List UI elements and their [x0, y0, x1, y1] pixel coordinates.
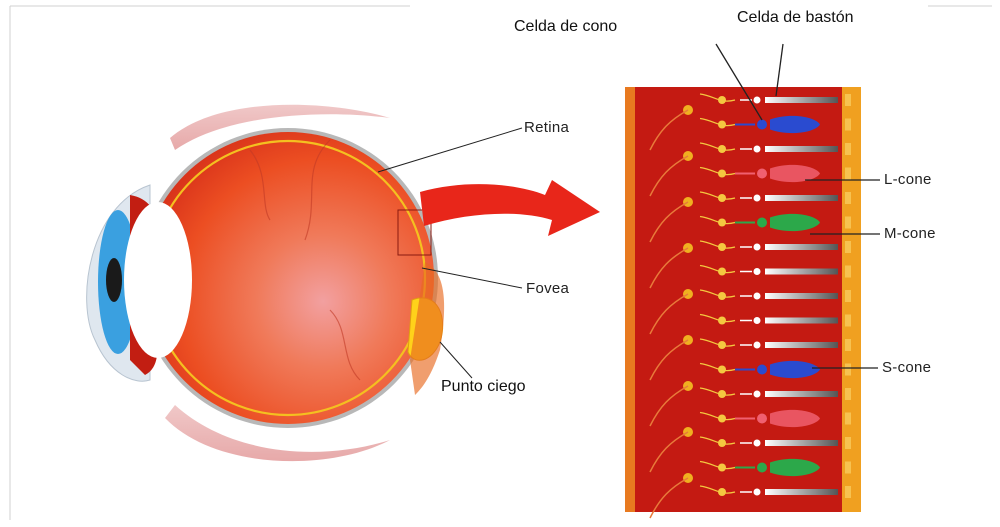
label-m-cone: M-cone — [884, 225, 936, 242]
pupil — [106, 258, 122, 302]
label-fovea: Fovea — [526, 280, 569, 297]
bipolar-cell — [718, 488, 726, 496]
rod-outer-segment — [765, 489, 838, 495]
pigment-epithelium-cell — [845, 290, 851, 302]
bipolar-cell — [718, 415, 726, 423]
bipolar-cell — [718, 170, 726, 178]
bipolar-cell — [718, 268, 726, 276]
bipolar-cell — [718, 292, 726, 300]
label-l-cone: L-cone — [884, 171, 932, 188]
pigment-epithelium-cell — [845, 462, 851, 474]
pigment-epithelium-cell — [845, 315, 851, 327]
bipolar-cell — [718, 243, 726, 251]
bipolar-cell — [718, 194, 726, 202]
retina-panel — [625, 87, 861, 518]
pigment-epithelium-cell — [845, 119, 851, 131]
rod-nucleus — [754, 391, 761, 398]
pigment-epithelium-cell — [845, 241, 851, 253]
pigment-epithelium-cell — [845, 168, 851, 180]
pigment-epithelium-cell — [845, 94, 851, 106]
pigment-epithelium-cell — [845, 217, 851, 229]
blind-spot-leader — [440, 342, 472, 378]
pigment-epithelium-cell — [845, 486, 851, 498]
rod-nucleus — [754, 244, 761, 251]
rod-nucleus — [754, 317, 761, 324]
rod-outer-segment — [765, 244, 838, 250]
bipolar-cell — [718, 317, 726, 325]
retina-leader — [378, 128, 522, 172]
rod-outer-segment — [765, 391, 838, 397]
bipolar-cell — [718, 121, 726, 129]
label-blind-spot: Punto ciego — [441, 378, 526, 396]
rod-nucleus — [754, 146, 761, 153]
label-cone-cell: Celda de cono — [514, 18, 617, 36]
rod-outer-segment — [765, 440, 838, 446]
rod-outer-segment — [765, 342, 838, 348]
bipolar-cell — [718, 464, 726, 472]
bipolar-cell — [718, 366, 726, 374]
rod-outer-segment — [765, 195, 838, 201]
m-cone-nucleus — [757, 463, 767, 473]
rod-outer-segment — [765, 146, 838, 152]
rod-outer-segment — [765, 269, 838, 275]
bipolar-cell — [718, 96, 726, 104]
lens — [124, 202, 192, 358]
pigment-epithelium-cell — [845, 192, 851, 204]
bipolar-cell — [718, 219, 726, 227]
rod-nucleus — [754, 342, 761, 349]
m-cone-nucleus — [757, 218, 767, 228]
label-s-cone: S-cone — [882, 359, 931, 376]
pigment-epithelium-cell — [845, 339, 851, 351]
rod-outer-segment — [765, 97, 838, 103]
rod-nucleus — [754, 268, 761, 275]
rod-nucleus — [754, 195, 761, 202]
rod-outer-segment — [765, 293, 838, 299]
label-rod-cell: Celda de bastón — [737, 9, 854, 27]
s-cone-nucleus — [757, 120, 767, 130]
pigment-epithelium-cell — [845, 266, 851, 278]
s-cone-nucleus — [757, 365, 767, 375]
bipolar-cell — [718, 341, 726, 349]
rod-nucleus — [754, 97, 761, 104]
pigment-epithelium-cell — [845, 143, 851, 155]
l-cone-nucleus — [757, 414, 767, 424]
rod-nucleus — [754, 293, 761, 300]
bipolar-cell — [718, 145, 726, 153]
pigment-epithelium-cell — [845, 388, 851, 400]
rod-nucleus — [754, 440, 761, 447]
label-retina: Retina — [524, 119, 569, 136]
rod-nucleus — [754, 489, 761, 496]
bipolar-cell — [718, 439, 726, 447]
pigment-epithelium-cell — [845, 437, 851, 449]
pigment-epithelium-cell — [845, 413, 851, 425]
l-cone-nucleus — [757, 169, 767, 179]
zoom-arrow — [420, 180, 600, 236]
bipolar-cell — [718, 390, 726, 398]
rod-outer-segment — [765, 318, 838, 324]
pigment-epithelium-cell — [845, 364, 851, 376]
